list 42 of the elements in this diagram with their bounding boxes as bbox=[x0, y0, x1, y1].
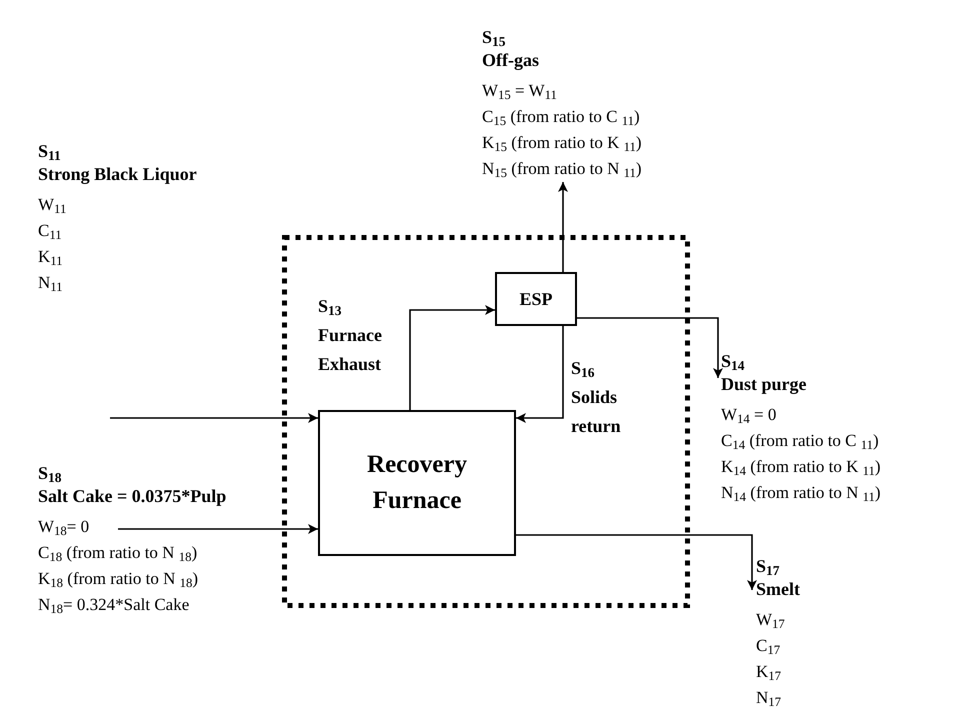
stream-id: S$_{14}$ bbox=[721, 350, 745, 372]
stream-id: S$_{15}$ bbox=[482, 26, 506, 48]
stream-variable: C$_{15}$ (from ratio to C $_{11}$) bbox=[482, 106, 640, 130]
stream-variable: C$_{18}$ (from ratio to N $_{18}$) bbox=[38, 542, 198, 566]
unit-label: Recovery Furnace bbox=[366, 450, 468, 516]
system-boundary bbox=[282, 235, 690, 608]
stream-variable: W$_{14}$ = 0 bbox=[721, 404, 776, 428]
stream-variable: N$_{17}$ bbox=[756, 687, 782, 711]
stream-variable: N$_{18}$= 0.324*Salt Cake bbox=[38, 594, 190, 618]
stream-variable: K$_{15}$ (from ratio to K $_{11}$) bbox=[482, 132, 642, 156]
stream-variable: W$_{11}$ bbox=[38, 194, 66, 218]
unit-box bbox=[495, 272, 577, 326]
furnace-box bbox=[318, 410, 516, 556]
flow-arrow bbox=[516, 326, 564, 423]
stream-id: S$_{18}$ bbox=[38, 462, 62, 484]
stream-name: Strong Black Liquor bbox=[38, 163, 197, 186]
stream-name: Dust purge bbox=[721, 373, 807, 396]
stream-name: Salt Cake = 0.0375*Pulp bbox=[38, 485, 226, 508]
stream-variable: W$_{15}$ = W$_{11}$ bbox=[482, 80, 557, 104]
stream-variable: K$_{11}$ bbox=[38, 246, 63, 270]
stream-variable: C$_{14}$ (from ratio to C $_{11}$) bbox=[721, 430, 879, 454]
flow-arrow bbox=[558, 182, 568, 272]
stream-name: Off-gas bbox=[482, 49, 539, 72]
unit-label: ESP bbox=[519, 288, 552, 310]
flow-arrow bbox=[516, 534, 757, 590]
stream-variable: N$_{14}$ (from ratio to N $_{11}$) bbox=[721, 482, 881, 506]
stream-name: Smelt bbox=[756, 578, 800, 601]
stream-variable: N$_{15}$ (from ratio to N $_{11}$) bbox=[482, 158, 642, 182]
stream-variable: W$_{18}$= 0 bbox=[38, 516, 90, 540]
stream-variable: N$_{11}$ bbox=[38, 272, 63, 296]
flow-arrow bbox=[409, 305, 495, 410]
stream-id: S$_{11}$ bbox=[38, 140, 61, 162]
stream-variable: K$_{17}$ bbox=[756, 661, 782, 685]
flow-arrow bbox=[118, 524, 318, 534]
flow-arrow bbox=[577, 317, 723, 378]
stream-variable: K$_{14}$ (from ratio to K $_{11}$) bbox=[721, 456, 881, 480]
stream-id: S$_{17}$ bbox=[756, 555, 780, 577]
stream-variable: C$_{11}$ bbox=[38, 220, 62, 244]
flow-arrow bbox=[110, 413, 318, 423]
stream-variable: W$_{17}$ bbox=[756, 609, 785, 633]
stream-variable: K$_{18}$ (from ratio to N $_{18}$) bbox=[38, 568, 198, 592]
stream-variable: C$_{17}$ bbox=[756, 635, 780, 659]
